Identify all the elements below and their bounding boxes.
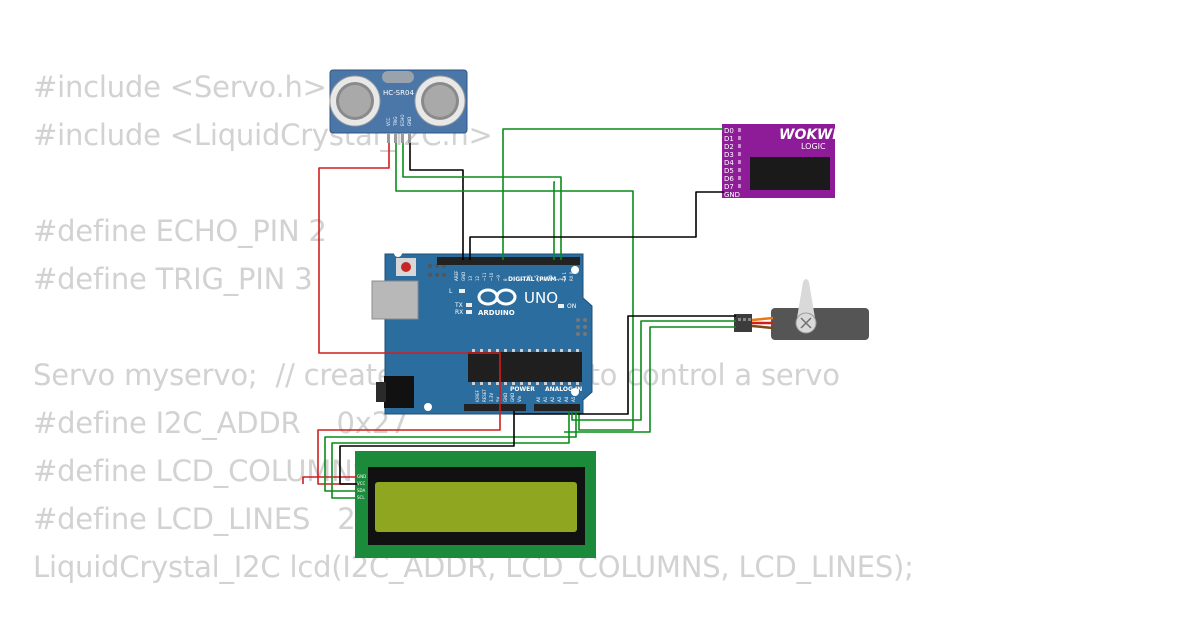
hcsr04-right-eye [414, 75, 466, 127]
code-line-11: LiquidCrystal_I2C lcd(I2C_ADDR, LCD_COLU… [33, 550, 914, 584]
mount-hole-3 [424, 403, 432, 411]
pin-13-label: 13 [468, 275, 473, 281]
pin-9-label: ~9 [496, 275, 501, 281]
pin-ioref-label: IOREF [475, 389, 480, 402]
led-on [558, 304, 564, 308]
hcsr04-pin-trig-label: TRIG [393, 116, 398, 127]
hcsr04-pin-gnd[interactable] [408, 133, 411, 143]
pin-a4-label: A4 [564, 396, 569, 402]
rx-label: RX [455, 309, 463, 316]
logic-pin-d7[interactable] [738, 184, 741, 188]
logic-pin-d6-label: D6 [724, 175, 734, 183]
uno-label: UNO [524, 289, 558, 307]
logic-display [750, 157, 830, 190]
atmega-chip [468, 352, 582, 382]
lcd-pin-sda-label: SDA [357, 488, 366, 493]
pin-12-label: 12 [475, 275, 480, 281]
logic-sub: LOGIC [801, 142, 826, 151]
led-rx [466, 310, 472, 314]
servo-motor[interactable] [734, 279, 869, 340]
lcd-screen [375, 482, 577, 532]
analog-header[interactable] [534, 404, 580, 411]
led-tx [466, 303, 472, 307]
lcd-pin-gnd-label: GND [357, 474, 366, 479]
on-label: ON [567, 303, 576, 310]
logic-pin-d3[interactable] [738, 152, 741, 156]
logic-pin-gnd-label: GND [724, 191, 740, 199]
logic-pin-d3-label: D3 [724, 151, 734, 159]
hcsr04-left-eye [329, 75, 381, 127]
pin-a5-label: A5 [571, 396, 576, 402]
pin-a1-label: A1 [543, 396, 548, 402]
logic-pin-d4[interactable] [738, 160, 741, 164]
logic-pin-d0-label: D0 [724, 127, 734, 135]
hcsr04-pin-echo-label: ECHO [400, 115, 405, 126]
digital-label: DIGITAL (PWM ~) [508, 276, 566, 283]
mount-hole-1 [394, 249, 402, 257]
logic-brand: WOKWI [779, 127, 837, 143]
power-jack [384, 376, 414, 408]
hcsr04-pin-trig[interactable] [394, 133, 397, 143]
pin-10-label: ~10 [489, 272, 494, 281]
pin-a0-label: A0 [536, 396, 541, 402]
lcd-pin-vcc-label: VCC [357, 481, 366, 486]
pin-reset-label: RESET [482, 389, 487, 402]
hcsr04-pin-vcc-label: VCC [386, 117, 391, 126]
code-line-4: #define ECHO_PIN 2 [33, 214, 327, 248]
pin-rx0-label: RX 0 [569, 271, 574, 281]
led-l [459, 289, 465, 293]
logic-pin-d0[interactable] [738, 128, 741, 132]
logic-pin-d6[interactable] [738, 176, 741, 180]
pin-gnd2-label: GND [510, 393, 515, 402]
logic-pin-d5[interactable] [738, 168, 741, 172]
pin-gnd1-label: GND [503, 393, 508, 402]
logic-pin-d1-label: D1 [724, 135, 734, 143]
pin-3v3-label: 3.3V [489, 393, 494, 402]
logic-pin-d2-label: D2 [724, 143, 734, 151]
hcsr04-pin-echo[interactable] [401, 133, 404, 143]
hcsr04-sensor[interactable]: HC-SR04 VCC TRIG ECHO GND [329, 69, 468, 143]
logic-pin-d2[interactable] [738, 144, 741, 148]
tx-label: TX [454, 302, 463, 309]
power-label: POWER [510, 386, 535, 393]
hcsr04-label: HC-SR04 [383, 89, 414, 97]
digital-header[interactable] [437, 257, 580, 265]
lcd-pin-scl-label: SCL [357, 495, 365, 500]
code-line-1: #include <Servo.h> [33, 70, 327, 104]
hcsr04-crystal [382, 71, 414, 83]
code-line-5: #define TRIG_PIN 3 [33, 262, 313, 296]
power-header[interactable] [464, 404, 526, 411]
servo-connector [734, 314, 752, 332]
arduino-label: ARDUINO [478, 309, 515, 317]
pin-aref-label: AREF [454, 270, 459, 281]
pin-11-label: ~11 [482, 272, 487, 281]
logic-pin-d4-label: D4 [724, 159, 734, 167]
code-line-10: #define LCD_LINES 2 [33, 502, 356, 536]
servo-horn[interactable] [797, 279, 815, 318]
logic-pin-d1[interactable] [738, 136, 741, 140]
pin-gnd-label: GND [461, 272, 466, 281]
pin-a2-label: A2 [550, 396, 555, 402]
hcsr04-pin-vcc[interactable] [387, 133, 390, 143]
arduino-uno[interactable]: AREF GND 13 12 ~11 ~10 ~9 8 7 ~6 ~5 4 ~3… [371, 249, 593, 415]
reset-button[interactable] [401, 262, 411, 272]
hcsr04-pin-gnd-label: GND [407, 117, 412, 126]
lcd-display[interactable]: GND VCC SDA SCL [355, 451, 596, 558]
pin-a3-label: A3 [557, 396, 562, 402]
logic-pin-d7-label: D7 [724, 183, 734, 191]
servo-body [771, 308, 869, 340]
logic-pin-d5-label: D5 [724, 167, 734, 175]
pin-vin-label: Vin [517, 395, 522, 402]
analog-label: ANALOG IN [545, 386, 582, 393]
usb-port [371, 280, 419, 320]
power-jack-front [376, 382, 386, 402]
logic-analyzer[interactable]: WOKWI LOGIC D0 D1 D2 D3 D4 D5 D6 D7 GND [722, 124, 837, 199]
pin-5v-label: 5V [496, 396, 501, 402]
